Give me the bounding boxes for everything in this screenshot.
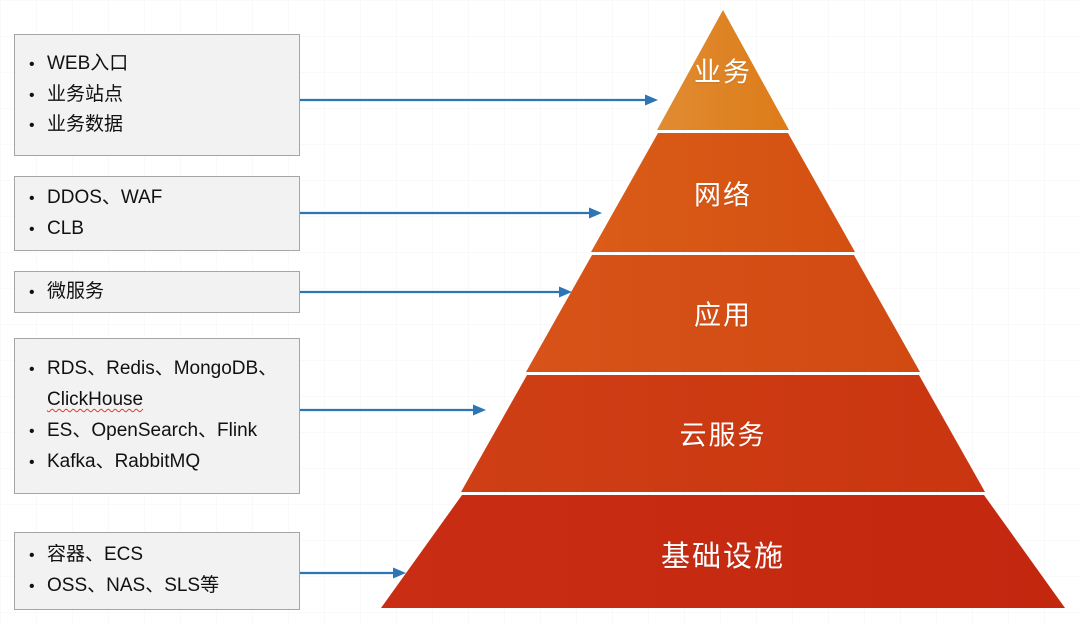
pyramid-tier-3-label: 应用: [694, 300, 752, 331]
connector-arrow-cloud-service: [300, 403, 486, 417]
bullet-icon: •: [29, 361, 35, 379]
bullet-icon: •: [29, 283, 35, 301]
list-item-line-2-misspelled: ClickHouse: [47, 389, 144, 411]
connector-arrow-network: [300, 206, 602, 220]
list-item-line-1: RDS、Redis、MongoDB、: [47, 358, 278, 380]
callout-box-cloud-service[interactable]: • RDS、Redis、MongoDB、 ClickHouse • ES、Ope…: [14, 338, 300, 494]
pyramid-tier-2-label: 网络: [694, 180, 752, 211]
connector-arrow-business: [300, 93, 658, 107]
bullet-icon: •: [29, 220, 35, 238]
list-item: • 微服务: [29, 277, 289, 308]
list-item: • OSS、NAS、SLS等: [29, 571, 289, 602]
connector-arrow-infrastructure: [300, 566, 406, 580]
bullet-icon: •: [29, 189, 35, 207]
list-item: • ES、OpenSearch、Flink: [29, 416, 289, 447]
list-item: • DDOS、WAF: [29, 183, 289, 214]
callout-box-infrastructure[interactable]: • 容器、ECS • OSS、NAS、SLS等: [14, 532, 300, 610]
pyramid-tier-5-label: 基础设施: [660, 541, 786, 573]
pyramid-tier-4-label: 云服务: [679, 420, 767, 451]
pyramid-tier-1-label: 业务: [694, 57, 752, 88]
bullet-icon: •: [29, 547, 35, 565]
list-item: • Kafka、RabbitMQ: [29, 447, 289, 478]
bullet-icon: •: [29, 453, 35, 471]
callout-box-business[interactable]: • WEB入口 • 业务站点 • 业务数据: [14, 34, 300, 156]
callout-box-network[interactable]: • DDOS、WAF • CLB: [14, 176, 300, 251]
bullet-icon: •: [29, 578, 35, 595]
list-item: • 容器、ECS: [29, 540, 289, 571]
list-item: • CLB: [29, 214, 289, 245]
callout-box-application[interactable]: • 微服务: [14, 271, 300, 313]
connector-arrow-application: [300, 285, 572, 299]
list-item: • RDS、Redis、MongoDB、 ClickHouse: [29, 354, 289, 416]
bullet-icon: •: [29, 117, 35, 135]
bullet-icon: •: [29, 55, 35, 73]
list-item: • 业务站点: [29, 80, 289, 111]
bullet-icon: •: [29, 86, 35, 104]
list-item: • WEB入口: [29, 49, 289, 80]
list-item: • 业务数据: [29, 110, 289, 141]
bullet-icon: •: [29, 423, 35, 440]
